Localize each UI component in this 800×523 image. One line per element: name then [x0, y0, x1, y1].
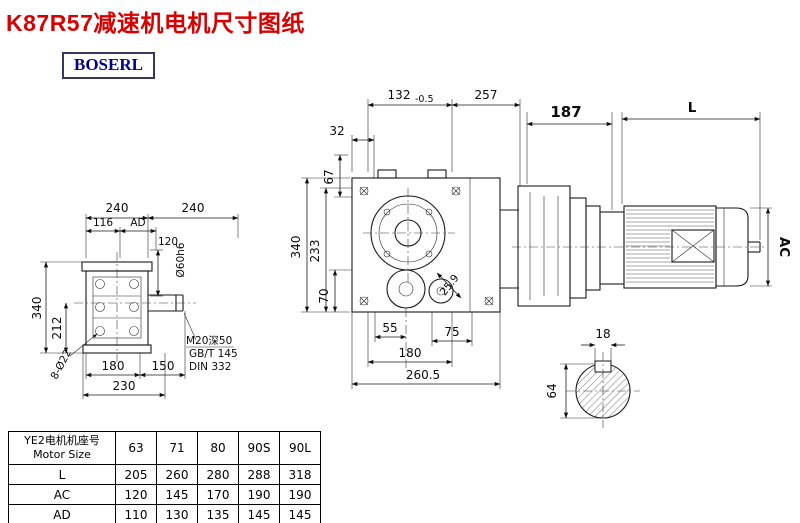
table-row-ac: AC 120 145 170 190 190: [8, 484, 321, 505]
dim-70: 70: [317, 288, 331, 303]
dim-233: 233: [308, 240, 322, 263]
dim-ac: AC: [776, 237, 792, 257]
header-motor-size: YE2电机机座号 Motor Size: [8, 431, 116, 465]
note-din332: DIN 332: [189, 361, 231, 373]
dim-240-left: 240: [106, 201, 129, 215]
dim-260-5: 260.5: [406, 368, 440, 382]
dim-25-9: 25.9: [438, 272, 462, 298]
cell-ac-90l: 190: [279, 484, 321, 505]
boserl-logo: BOSERL: [62, 52, 155, 79]
cell-ad-63: 110: [115, 504, 157, 523]
cell-l-80: 280: [197, 464, 239, 485]
front-view: 240 240 116 AD 120 Ø60h6 340 212 180 150…: [30, 201, 239, 399]
cell-l-90l: 318: [279, 464, 321, 485]
boserl-logo-text: BOSERL: [74, 55, 143, 74]
cell-ad-90l: 145: [279, 504, 321, 523]
cell-ad-90s: 145: [238, 504, 280, 523]
row-label-l: L: [8, 464, 116, 485]
page-title: K87R57减速机电机尺寸图纸: [6, 10, 305, 36]
dim-212: 212: [50, 317, 64, 340]
dim-240-right: 240: [182, 201, 205, 215]
cell-ac-90s: 190: [238, 484, 280, 505]
header-col-90s: 90S: [238, 431, 280, 465]
dim-64: 64: [545, 383, 559, 398]
header-col-71: 71: [156, 431, 198, 465]
dim-18: 18: [595, 327, 610, 341]
table-row-l: L 205 260 280 288 318: [8, 464, 321, 485]
cell-ad-80: 135: [197, 504, 239, 523]
dim-150: 150: [152, 359, 175, 373]
dim-132: 132: [388, 88, 411, 102]
dim-340-front: 340: [30, 297, 44, 320]
dim-32: 32: [329, 124, 344, 138]
dim-120: 120: [158, 236, 178, 248]
dim-shaft-diameter: Ø60h6: [175, 242, 187, 277]
dim-257: 257: [475, 88, 498, 102]
dim-55: 55: [382, 321, 397, 335]
dim-116: 116: [93, 217, 113, 229]
header-motor-size-cn: YE2电机机座号: [24, 434, 100, 448]
dim-180-front: 180: [102, 359, 125, 373]
cell-l-90s: 288: [238, 464, 280, 485]
dim-67: 67: [322, 169, 336, 184]
table-header-row: YE2电机机座号 Motor Size 63 71 80 90S 90L: [8, 431, 321, 465]
dim-l: L: [688, 100, 697, 116]
side-view: 132 -0.5 257 32 67 340 233 70 25.9 55 75…: [289, 88, 521, 389]
cell-ac-71: 145: [156, 484, 198, 505]
dim-180-side: 180: [399, 346, 422, 360]
motor-size-table: YE2电机机座号 Motor Size 63 71 80 90S 90L L 2…: [8, 431, 321, 523]
table-row-ad: AD 110 130 135 145 145: [8, 504, 321, 523]
row-label-ac: AC: [8, 484, 116, 505]
cell-ac-63: 120: [115, 484, 157, 505]
dim-bolt-holes: 8-Ø22: [49, 348, 75, 382]
dim-340-side: 340: [289, 236, 303, 259]
cell-l-71: 260: [156, 464, 198, 485]
row-label-ad: AD: [8, 504, 116, 523]
cell-ad-71: 130: [156, 504, 198, 523]
cell-l-63: 205: [115, 464, 157, 485]
dim-132-tolerance: -0.5: [415, 94, 434, 105]
note-gbt145: GB/T 145: [189, 348, 238, 360]
header-col-80: 80: [197, 431, 239, 465]
header-col-63: 63: [115, 431, 157, 465]
cell-ac-80: 170: [197, 484, 239, 505]
note-m20: M20深50: [186, 335, 232, 347]
shaft-section-view: 18 64: [545, 327, 640, 428]
dim-230: 230: [113, 379, 136, 393]
header-motor-size-en: Motor Size: [33, 448, 91, 461]
dim-75: 75: [444, 325, 459, 339]
motor-view: 187 L AC: [512, 100, 792, 307]
dim-187: 187: [550, 103, 581, 121]
header-col-90l: 90L: [279, 431, 321, 465]
dim-ad: AD: [130, 217, 145, 229]
